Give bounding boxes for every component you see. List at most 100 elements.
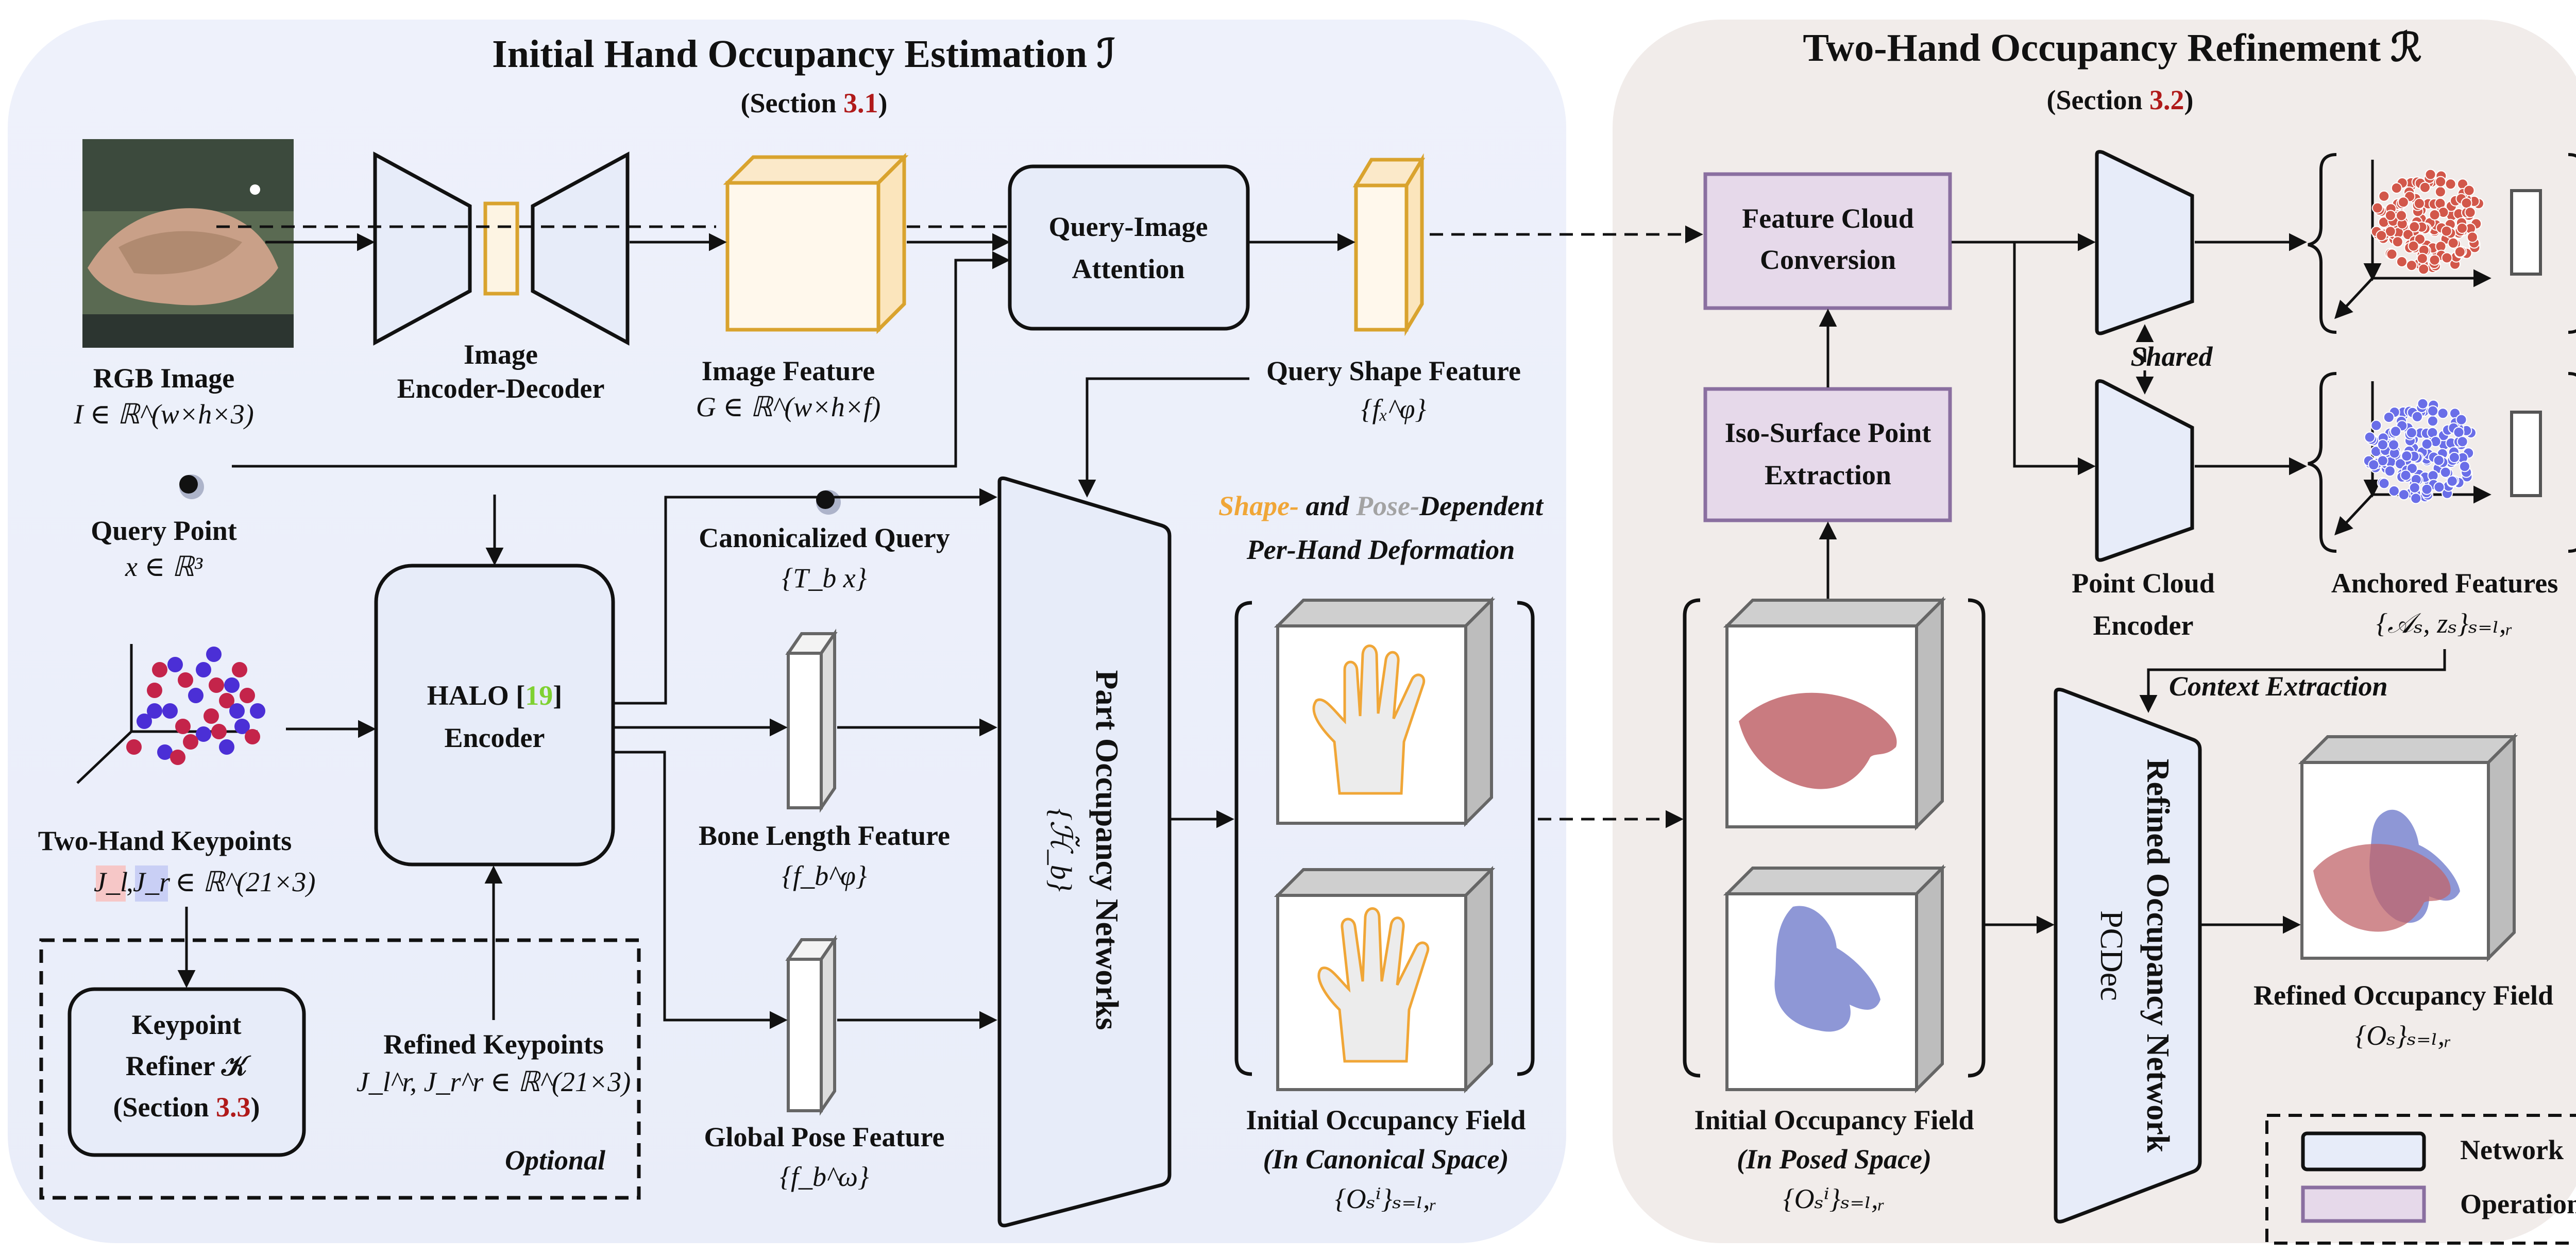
posed-field-sub: (In Posed Space)	[1737, 1144, 1931, 1175]
keypoint-dot	[234, 719, 250, 734]
keypoint-dot	[219, 739, 234, 755]
shared-label: Shared	[2130, 341, 2213, 372]
halo-encoder	[374, 564, 615, 867]
keypoints-label: Two-Hand Keypoints	[38, 825, 292, 856]
feature-cloud-conversion	[1703, 172, 1952, 310]
point-cloud-encoder-bottom	[2095, 379, 2194, 562]
anchored-features-top	[2308, 153, 2576, 334]
keypoint-dot	[245, 729, 260, 744]
attention-label: Attention	[1072, 253, 1185, 284]
point-cloud-dot	[2439, 466, 2451, 478]
canonical-query-dot	[816, 490, 841, 515]
canonical-query-math: {T_b x}	[782, 563, 867, 593]
point-cloud-encoder-label: Point Cloud	[2072, 568, 2215, 599]
canonical-field-label: Initial Occupancy Field	[1246, 1105, 1526, 1135]
point-cloud-dot	[2400, 469, 2412, 481]
point-cloud-dot	[2417, 398, 2429, 410]
image-feature-math: G ∈ ℝ^(w×h×f)	[696, 392, 880, 422]
point-cloud-dot	[2401, 450, 2413, 462]
feature-cloud-label: Feature Cloud	[1742, 203, 1914, 234]
anchored-features-bottom	[2308, 372, 2576, 553]
connectors	[177, 225, 2446, 1029]
point-cloud-dot	[2378, 190, 2390, 202]
point-cloud-dot	[2464, 207, 2476, 218]
refined-field-label: Refined Occupancy Field	[2253, 980, 2553, 1011]
point-cloud-dot	[2391, 182, 2402, 194]
query-point-dot	[179, 474, 204, 499]
bone-length-feature-slab	[785, 629, 838, 813]
point-cloud-dot	[2405, 260, 2417, 271]
point-cloud-dot	[2397, 196, 2409, 208]
point-cloud-dot	[2461, 197, 2472, 209]
legend-operation-swatch	[2301, 1185, 2426, 1223]
keypoint-dot	[232, 662, 247, 677]
refined-field-math: {Oₛ}ₛ₌ₗ,ᵣ	[2355, 1020, 2452, 1051]
keypoint-dot	[175, 719, 191, 734]
point-cloud-dot	[2427, 415, 2438, 427]
point-cloud-dot	[2441, 225, 2452, 237]
svg-text:J_l: J_l	[94, 867, 128, 897]
point-cloud-dot	[2413, 198, 2425, 209]
canonical-hand-box	[1274, 596, 1496, 827]
point-cloud-dot	[2459, 461, 2470, 472]
keypoint-dot	[157, 744, 173, 760]
part-occupancy-networks	[997, 476, 1172, 1228]
iso-surface-label: Iso-Surface Point	[1725, 417, 1931, 448]
iso-surface-label: Extraction	[1765, 460, 1891, 490]
keypoint-dot	[147, 683, 162, 698]
keypoint-dot	[211, 724, 227, 739]
keypoint-dot	[196, 726, 211, 742]
point-cloud-dot	[2386, 248, 2398, 260]
left-panel-title: Initial Hand Occupancy Estimation ℐ	[492, 32, 1115, 76]
point-cloud-dot	[2384, 465, 2396, 477]
refined-network-sub: PCDec	[2094, 910, 2129, 1001]
keypoint-dot	[240, 688, 255, 703]
point-cloud-dot	[2446, 475, 2458, 487]
part-occupancy-label: Part Occupancy Networks	[1089, 670, 1124, 1030]
point-cloud-dot	[2456, 436, 2468, 448]
point-cloud-dot	[2456, 223, 2468, 234]
point-cloud-dot	[2454, 246, 2466, 258]
part-occupancy-math: {ℋ̃_b}	[1044, 808, 1080, 892]
deformation-caption: Per-Hand Deformation	[1246, 534, 1515, 565]
point-cloud-dot	[2416, 252, 2428, 264]
canonical-hand-box	[1274, 865, 1496, 1094]
keypoints-scatter	[76, 644, 265, 784]
global-pose-math: {f_b^ω}	[779, 1161, 869, 1192]
citation-ref: 19	[525, 680, 553, 711]
legend: Network Operation	[2265, 1114, 2576, 1245]
section-ref: 3.3	[216, 1092, 251, 1123]
canonical-field-group	[1234, 596, 1535, 1094]
query-point-label: Query Point	[91, 515, 236, 546]
posed-field-label: Initial Occupancy Field	[1694, 1105, 1974, 1135]
encoder-decoder-label: Encoder-Decoder	[397, 373, 605, 404]
deformation-caption: Shape- and Pose-Dependent	[1218, 490, 1544, 521]
point-cloud-dot	[2455, 414, 2467, 426]
keypoint-dot	[152, 662, 167, 677]
point-cloud-dot	[2408, 240, 2419, 252]
point-cloud-dot	[2409, 221, 2420, 233]
point-cloud-dot	[2433, 481, 2445, 493]
query-shape-math: {fₓ^φ}	[1361, 394, 1427, 425]
point-cloud-dot	[2371, 202, 2383, 214]
keypoint-dot	[178, 672, 193, 688]
keypoint-dot	[126, 739, 142, 755]
point-cloud-dot	[2377, 455, 2388, 467]
point-cloud-dot	[2392, 236, 2403, 248]
refined-keypoints-math: J_l^r, J_r^r ∈ ℝ^(21×3)	[357, 1066, 631, 1097]
point-cloud-dot	[2409, 482, 2420, 494]
keypoint-refiner-label: (Section 3.3)	[113, 1092, 260, 1123]
point-cloud-dot	[2384, 210, 2396, 222]
point-cloud-dot	[2384, 226, 2396, 237]
point-cloud-dot	[2383, 412, 2395, 423]
keypoint-dot	[137, 714, 152, 729]
query-shape-feature-slab	[1352, 153, 1426, 336]
keypoint-dot	[250, 703, 265, 719]
point-cloud-dot	[2410, 493, 2422, 504]
legend-network-swatch	[2301, 1131, 2426, 1172]
context-extraction-label: Context Extraction	[2169, 671, 2388, 702]
point-cloud-dot	[2388, 485, 2400, 497]
keypoint-refiner	[67, 987, 306, 1157]
query-shape-label: Query Shape Feature	[1266, 355, 1521, 386]
point-cloud-dot	[2370, 419, 2382, 431]
